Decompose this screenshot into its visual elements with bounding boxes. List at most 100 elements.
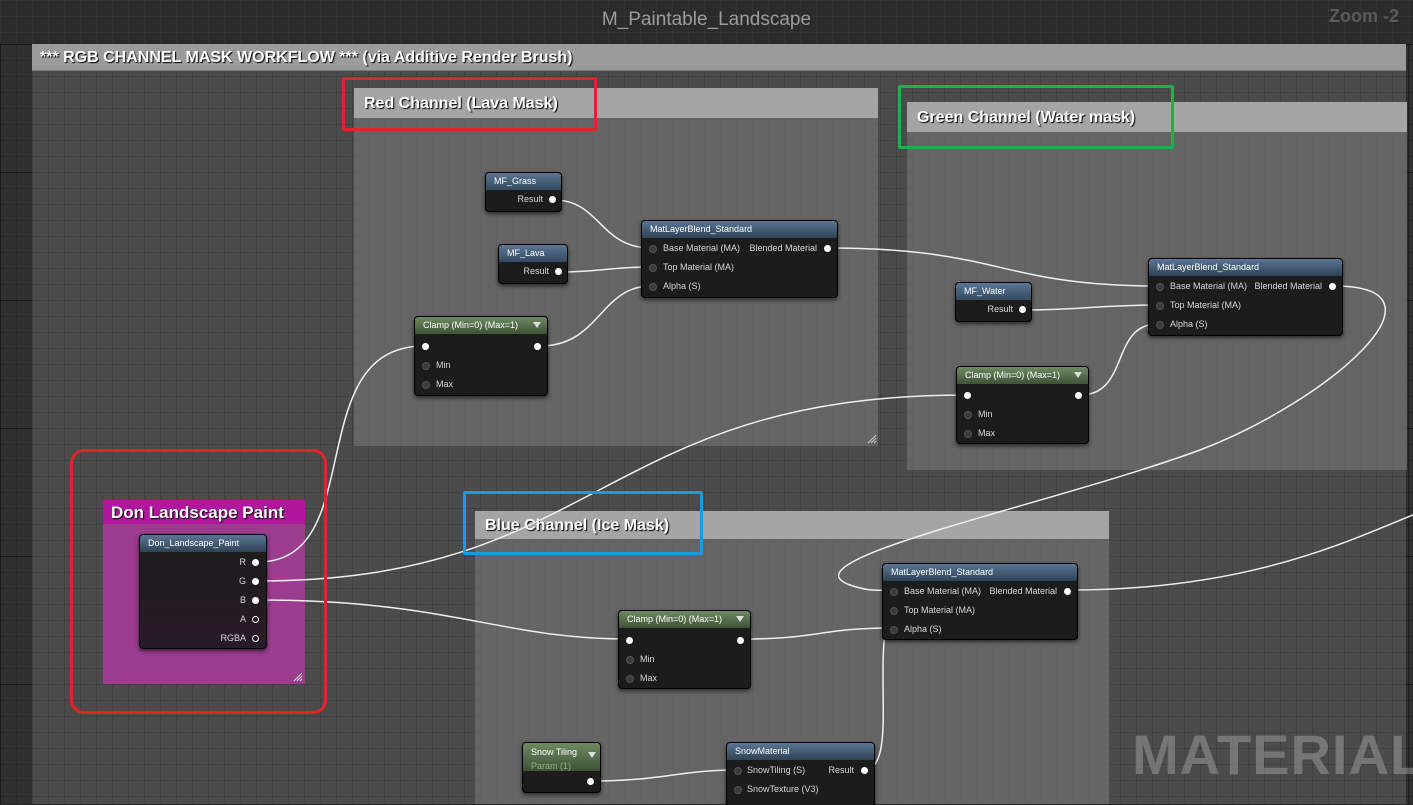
wire-grass-base	[553, 199, 652, 249]
node-blend-red-title: MatLayerBlend_Standard	[642, 221, 837, 238]
pin-clamp-green-max[interactable]	[964, 430, 972, 438]
wire-lava-top	[559, 266, 652, 273]
node-mf-lava-title: MF_Lava	[499, 245, 567, 262]
node-snow-tiling-header: Snow Tiling Param (1)	[523, 743, 600, 771]
pin-clamp-red-in[interactable]	[422, 343, 429, 350]
pin-clamp-blue-out[interactable]	[737, 637, 744, 644]
pin-water-result[interactable]	[1019, 306, 1026, 313]
highlight-green	[898, 85, 1174, 149]
node-mf-grass-title: MF_Grass	[486, 173, 561, 190]
node-clamp-green-title: Clamp (Min=0) (Max=1)	[957, 367, 1088, 384]
pin-paint-a[interactable]	[252, 616, 259, 623]
node-blend-green[interactable]: MatLayerBlend_Standard Base Material (MA…	[1148, 258, 1343, 336]
comment-green-header[interactable]: Green Channel (Water mask)	[907, 102, 1407, 132]
node-snow-tiling[interactable]: Snow Tiling Param (1)	[522, 742, 601, 793]
pin-blend-blue-base-label: Base Material (MA)	[904, 586, 982, 596]
highlight-blue	[463, 491, 703, 555]
pin-blend-green-alpha-label: Alpha (S)	[1170, 319, 1208, 329]
comment-blue-header[interactable]: Blue Channel (Ice Mask)	[475, 511, 1109, 539]
wire-paint-g	[257, 394, 967, 582]
pin-snowmat-texture[interactable]	[734, 786, 742, 794]
pin-clamp-green-min[interactable]	[964, 411, 972, 419]
highlight-paint	[70, 449, 327, 714]
node-blend-blue-title: MatLayerBlend_Standard	[883, 564, 1077, 581]
wire-clamp-green-alpha	[1079, 323, 1159, 396]
pin-snow-tiling-out[interactable]	[587, 778, 594, 785]
pin-paint-rgba[interactable]	[252, 635, 259, 642]
node-landscape-paint[interactable]: Don_Landscape_Paint R G B A RGBA	[139, 534, 267, 649]
pin-clamp-blue-min[interactable]	[626, 656, 634, 664]
wire-blend-green-out	[838, 285, 1387, 592]
pin-snowmat-tiling[interactable]	[734, 767, 742, 775]
node-mf-water[interactable]: MF_Water Result	[955, 282, 1032, 322]
pin-clamp-blue-in[interactable]	[626, 637, 633, 644]
pin-blend-blue-alpha[interactable]	[890, 626, 898, 634]
pin-blend-green-out[interactable]	[1329, 283, 1336, 290]
collapse-icon[interactable]	[1074, 372, 1082, 378]
pin-snowmat-out-label: Result	[828, 765, 854, 775]
pin-clamp-red-max[interactable]	[422, 381, 430, 389]
pin-snowmat-out[interactable]	[861, 767, 868, 774]
node-snow-material[interactable]: SnowMaterial SnowTiling (S) Result SnowT…	[726, 742, 875, 805]
node-snow-tiling-sub: Param (1)	[531, 761, 572, 771]
pin-clamp-blue-max[interactable]	[626, 675, 634, 683]
workflow-comment-header[interactable]: *** RGB CHANNEL MASK WORKFLOW *** (via A…	[32, 44, 1406, 71]
collapse-icon[interactable]	[533, 322, 541, 328]
resize-handle-icon[interactable]	[867, 434, 877, 444]
comment-paint-header[interactable]: Don Landscape Paint	[103, 500, 305, 524]
window-title: M_Paintable_Landscape	[601, 9, 812, 30]
pin-clamp-blue-max-label: Max	[640, 673, 658, 683]
pin-clamp-red-out[interactable]	[534, 343, 541, 350]
pin-paint-g[interactable]	[252, 578, 259, 585]
pin-blend-blue-base[interactable]	[890, 588, 898, 596]
wire-snowtiling	[593, 769, 738, 782]
comment-red-header[interactable]: Red Channel (Lava Mask)	[354, 88, 878, 118]
pin-paint-r[interactable]	[252, 559, 259, 566]
pin-blend-red-top-label: Top Material (MA)	[663, 262, 735, 272]
pin-blend-blue-top[interactable]	[890, 607, 898, 615]
pin-clamp-green-min-label: Min	[978, 409, 993, 419]
node-blend-red[interactable]: MatLayerBlend_Standard Base Material (MA…	[641, 220, 838, 298]
zoom-level: Zoom -2	[1329, 6, 1399, 26]
node-clamp-red[interactable]: Clamp (Min=0) (Max=1) Min Max	[414, 316, 548, 396]
resize-handle-icon[interactable]	[293, 672, 303, 682]
node-clamp-red-title: Clamp (Min=0) (Max=1)	[415, 317, 547, 334]
wire-water-top	[1023, 304, 1159, 311]
node-mf-lava[interactable]: MF_Lava Result	[498, 244, 568, 284]
pin-blend-blue-top-label: Top Material (MA)	[904, 605, 976, 615]
pin-paint-r-label: R	[239, 557, 247, 567]
highlight-red	[342, 77, 597, 131]
collapse-icon[interactable]	[588, 752, 596, 758]
pin-blend-blue-alpha-label: Alpha (S)	[904, 624, 942, 634]
wire-clamp-red-alpha	[539, 285, 652, 347]
node-snow-material-title: SnowMaterial	[727, 743, 874, 760]
node-blend-blue[interactable]: MatLayerBlend_Standard Base Material (MA…	[882, 563, 1078, 640]
pin-clamp-green-in[interactable]	[964, 392, 971, 399]
pin-blend-red-alpha[interactable]	[649, 283, 657, 291]
pin-blend-red-out[interactable]	[824, 245, 831, 252]
comment-blue-title: Blue Channel (Ice Mask)	[485, 517, 670, 534]
wire-blend-red-out	[828, 247, 1159, 287]
pin-blend-green-top[interactable]	[1156, 302, 1164, 310]
pin-paint-g-label: G	[238, 576, 246, 586]
node-clamp-green[interactable]: Clamp (Min=0) (Max=1) Min Max	[956, 366, 1089, 444]
collapse-icon[interactable]	[736, 616, 744, 622]
pin-blend-red-base[interactable]	[649, 245, 657, 253]
node-clamp-blue[interactable]: Clamp (Min=0) (Max=1) Min Max	[618, 610, 751, 689]
material-watermark: MATERIAL	[1132, 723, 1413, 786]
pin-blend-green-base[interactable]	[1156, 283, 1164, 291]
comment-red-title: Red Channel (Lava Mask)	[364, 95, 558, 112]
pin-blend-red-top[interactable]	[649, 264, 657, 272]
wire-paint-b	[257, 599, 629, 640]
node-mf-grass[interactable]: MF_Grass Result	[485, 172, 562, 212]
pin-blend-green-alpha[interactable]	[1156, 321, 1164, 329]
pin-snowmat-texture-label: SnowTexture (V3)	[747, 784, 819, 794]
pin-paint-b[interactable]	[252, 597, 259, 604]
pin-clamp-red-min[interactable]	[422, 362, 430, 370]
node-snow-tiling-title: Snow Tiling	[531, 747, 578, 757]
pin-clamp-green-out[interactable]	[1075, 392, 1082, 399]
pin-grass-result[interactable]	[549, 196, 556, 203]
node-mf-water-title: MF_Water	[956, 283, 1031, 300]
pin-lava-result[interactable]	[555, 268, 562, 275]
pin-blend-blue-out[interactable]	[1064, 588, 1071, 595]
